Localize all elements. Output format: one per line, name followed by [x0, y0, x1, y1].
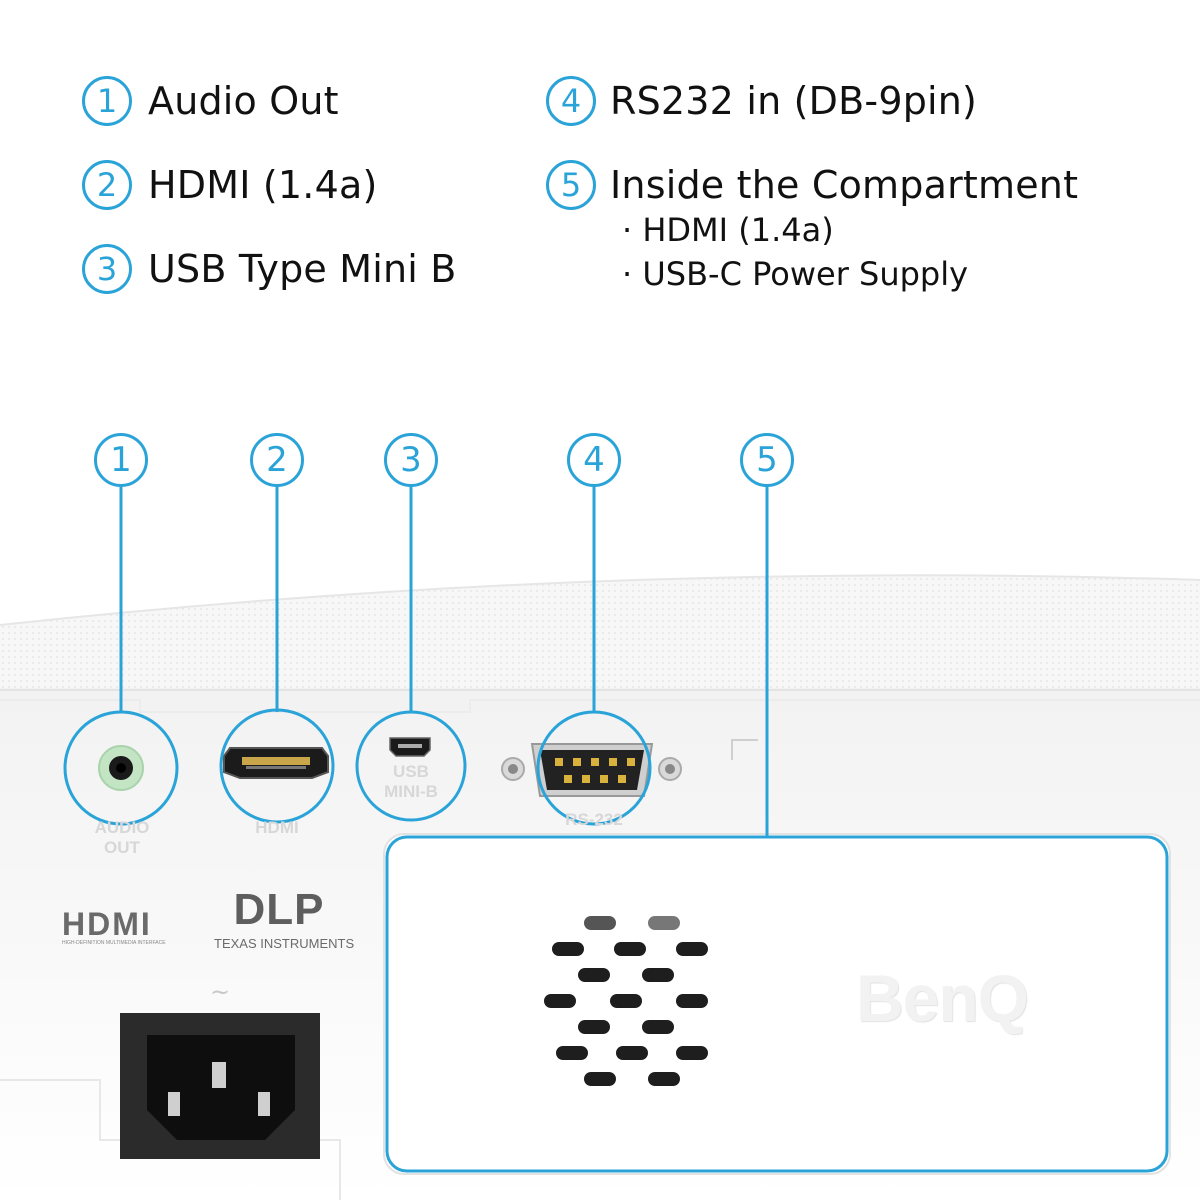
legend-number-5: 5 — [546, 160, 596, 210]
legend-number-2: 2 — [82, 160, 132, 210]
audio-out-caption: AUDIO OUT — [72, 818, 172, 858]
hdmi-logo-text: HDMI — [62, 906, 152, 942]
legend-label-hdmi: HDMI (1.4a) — [148, 163, 378, 207]
legend-item-rs232: 4 RS232 in (DB-9pin) — [546, 76, 977, 126]
hdmi-logo: HDMI HIGH-DEFINITION MULTIMEDIA INTERFAC… — [62, 908, 192, 946]
compartment-cover — [383, 833, 1171, 1175]
hdmi-logo-tagline: HIGH-DEFINITION MULTIMEDIA INTERFACE — [62, 940, 166, 946]
benq-logo: BenQ — [856, 961, 1029, 1035]
svg-text:~: ~ — [210, 978, 230, 1006]
compartment-item-usbc: · USB-C Power Supply — [622, 255, 969, 293]
highlight-ring-audio — [63, 710, 179, 826]
callout-5: 5 — [740, 433, 794, 487]
legend-item-usb: 3 USB Type Mini B — [82, 244, 457, 294]
legend-number-4: 4 — [546, 76, 596, 126]
callout-4: 4 — [567, 433, 621, 487]
legend-item-hdmi: 2 HDMI (1.4a) — [82, 160, 377, 210]
hdmi-port — [223, 747, 329, 779]
usb-caption-line2: MINI-B — [384, 782, 438, 801]
legend-label-audio-out: Audio Out — [148, 79, 339, 123]
highlight-ring-usb — [355, 710, 467, 822]
legend-number-3: 3 — [82, 244, 132, 294]
legend-label-usb: USB Type Mini B — [148, 247, 457, 291]
usb-caption: USB MINI-B — [366, 762, 456, 802]
audio-out-port — [98, 745, 144, 791]
compartment-highlight — [385, 835, 1169, 1173]
usb-caption-line1: USB — [393, 762, 429, 781]
highlight-ring-rs232 — [536, 710, 652, 826]
legend-item-audio-out: 1 Audio Out — [82, 76, 339, 126]
legend-label-compartment: Inside the Compartment — [610, 163, 1079, 207]
legend-item-compartment: 5 Inside the Compartment — [546, 160, 1078, 210]
speaker-grille — [544, 916, 708, 1086]
dlp-logo: DLP TEXAS INSTRUMENTS — [214, 884, 355, 951]
legend-number-1: 1 — [82, 76, 132, 126]
callout-2: 2 — [250, 433, 304, 487]
highlight-ring-hdmi — [219, 708, 335, 824]
dlp-logo-text: DLP — [233, 885, 325, 934]
rs232-caption: RS-232 — [565, 810, 623, 829]
legend-label-rs232: RS232 in (DB-9pin) — [610, 79, 978, 123]
hdmi-caption: HDMI — [255, 818, 299, 837]
callout-3: 3 — [384, 433, 438, 487]
callout-1: 1 — [94, 433, 148, 487]
ac-power-inlet: ~ — [120, 978, 320, 1159]
compartment-sublist: · HDMI (1.4a) · USB-C Power Supply — [622, 208, 968, 296]
audio-caption-line1: AUDIO — [94, 818, 150, 837]
usb-mini-b-port — [389, 737, 431, 757]
port-recess — [0, 699, 1200, 713]
compartment-item-hdmi: · HDMI (1.4a) — [622, 211, 834, 249]
dlp-maker-text: TEXAS INSTRUMENTS — [214, 936, 355, 951]
rs232-port — [501, 743, 682, 797]
audio-caption-line2: OUT — [104, 838, 140, 857]
